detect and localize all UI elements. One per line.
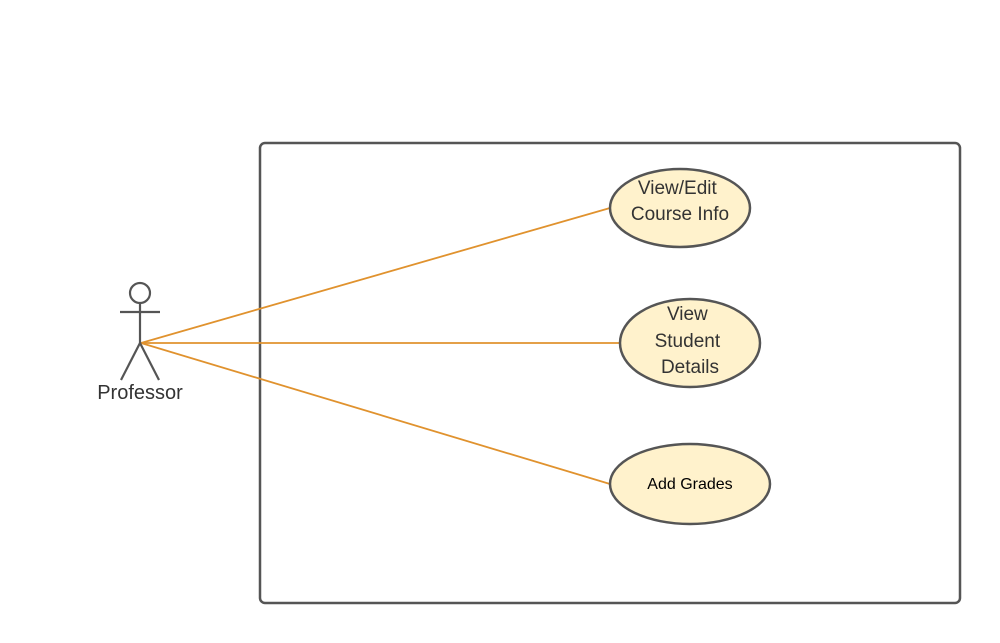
system-boundary	[258, 141, 962, 605]
actor-label: Professor	[97, 382, 183, 404]
use-case-label: Add Grades	[647, 476, 732, 493]
actor-head	[128, 281, 152, 305]
actor-left-leg	[120, 342, 141, 381]
use-case-ellipse	[608, 442, 772, 526]
use-case-label-line: Student	[655, 331, 721, 352]
association-line-course-info	[140, 207, 611, 344]
use-case-ellipse	[608, 167, 752, 249]
use-case-label-line: Details	[661, 357, 719, 378]
use-case-ellipse	[618, 297, 762, 389]
actor-right-leg	[139, 342, 160, 381]
use-case-label-line: View/Edit	[638, 178, 718, 199]
use-case-view-edit-course-info[interactable]: View/Edit Course Info	[608, 167, 752, 249]
use-case-label-line: Course Info	[631, 204, 729, 225]
use-case-label: View/Edit Course Info	[631, 178, 729, 225]
use-case-add-grades[interactable]: Add Grades	[608, 442, 772, 526]
association-line-add-grades	[140, 342, 611, 485]
professor-actor[interactable]: Professor	[97, 281, 183, 404]
use-case-label-line: View	[667, 304, 708, 325]
use-case-view-student-details[interactable]: View Student Details	[618, 297, 762, 389]
use-case-label: View Student Details	[655, 304, 726, 378]
